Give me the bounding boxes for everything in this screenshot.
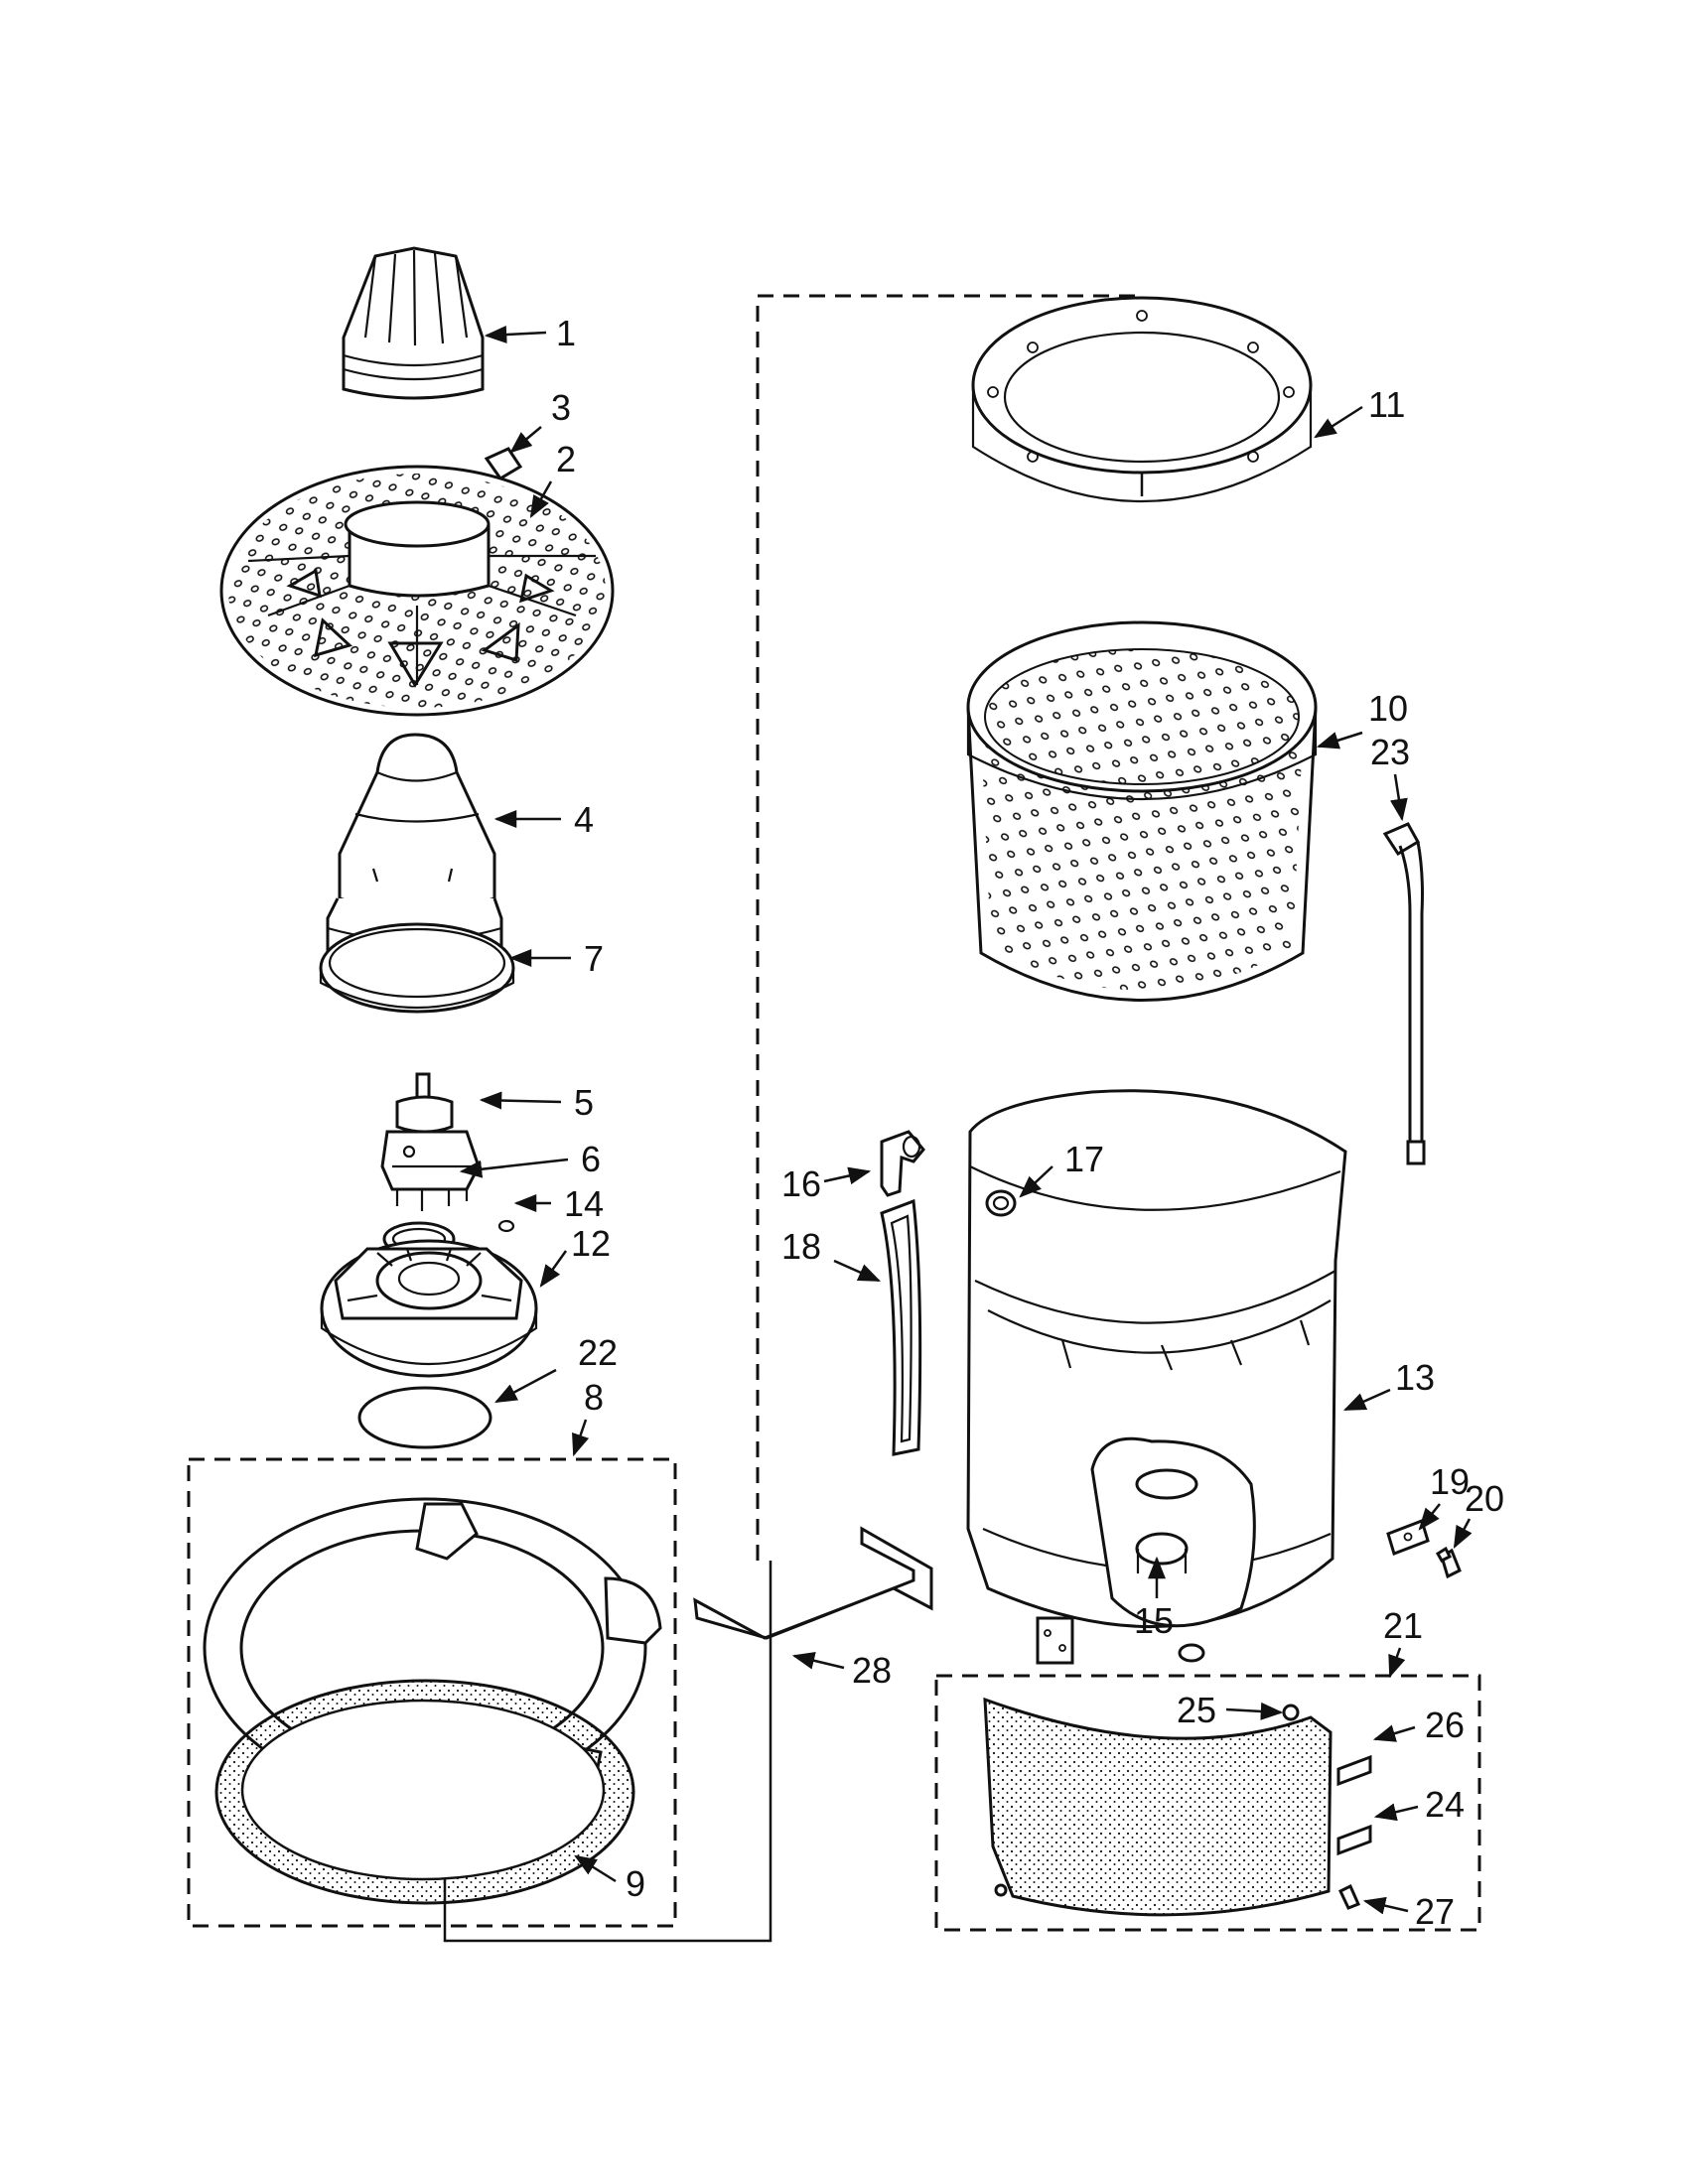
part-28-clip <box>693 1526 933 1640</box>
group-box-8 <box>187 1457 677 1928</box>
part-18-strap <box>880 1198 922 1456</box>
callout-6: 6 <box>581 1139 601 1179</box>
callout-18: 18 <box>781 1226 821 1267</box>
part-19-plate <box>1386 1519 1430 1556</box>
part-23-hose <box>1382 822 1426 1165</box>
callout-8: 8 <box>584 1377 604 1418</box>
part-22-disc <box>357 1386 492 1449</box>
part-1-agitator-cap <box>342 246 485 400</box>
callout-12: 12 <box>571 1223 611 1264</box>
part-11-top-ring <box>971 296 1313 503</box>
part-14-washer <box>497 1219 515 1233</box>
callout-16: 16 <box>781 1163 821 1204</box>
callout-10: 10 <box>1368 688 1408 729</box>
callout-21: 21 <box>1383 1605 1423 1646</box>
callout-3: 3 <box>551 387 571 428</box>
part-7-ring <box>319 922 515 1014</box>
callout-14: 14 <box>564 1183 604 1224</box>
callout-2: 2 <box>556 439 576 479</box>
group-box-21 <box>934 1674 1481 1932</box>
callout-24: 24 <box>1425 1784 1465 1825</box>
callout-20: 20 <box>1465 1478 1504 1519</box>
callout-26: 26 <box>1425 1705 1465 1745</box>
callout-7: 7 <box>584 938 604 979</box>
callout-28: 28 <box>852 1650 892 1691</box>
callout-labels: 1 2 3 4 5 6 7 8 9 10 11 12 13 14 15 16 1… <box>551 313 1504 1932</box>
callout-25: 25 <box>1177 1690 1216 1730</box>
callout-17: 17 <box>1064 1139 1104 1179</box>
part-9-gasket <box>214 1679 635 1905</box>
callout-15: 15 <box>1134 1600 1174 1641</box>
callout-23: 23 <box>1370 732 1410 772</box>
part-5-drive-block <box>380 1072 481 1211</box>
part-16-bracket <box>880 1130 925 1197</box>
part-20-bolt <box>1435 1546 1462 1579</box>
callout-1: 1 <box>556 313 576 353</box>
callout-5: 5 <box>574 1082 594 1123</box>
callout-27: 27 <box>1415 1891 1455 1932</box>
callout-19: 19 <box>1430 1461 1470 1502</box>
leaders <box>459 325 1473 1915</box>
part-12-hub <box>320 1239 538 1378</box>
part-13-outer-tub <box>966 1089 1347 1665</box>
callout-9: 9 <box>626 1863 645 1904</box>
callout-22: 22 <box>578 1332 618 1373</box>
part-21-pad-group <box>983 1697 1372 1917</box>
part-10-basket <box>966 620 1318 1002</box>
part-2-perforated-plate <box>219 465 615 717</box>
callout-13: 13 <box>1395 1357 1435 1398</box>
callout-11: 11 <box>1368 384 1405 425</box>
callout-4: 4 <box>574 799 594 840</box>
